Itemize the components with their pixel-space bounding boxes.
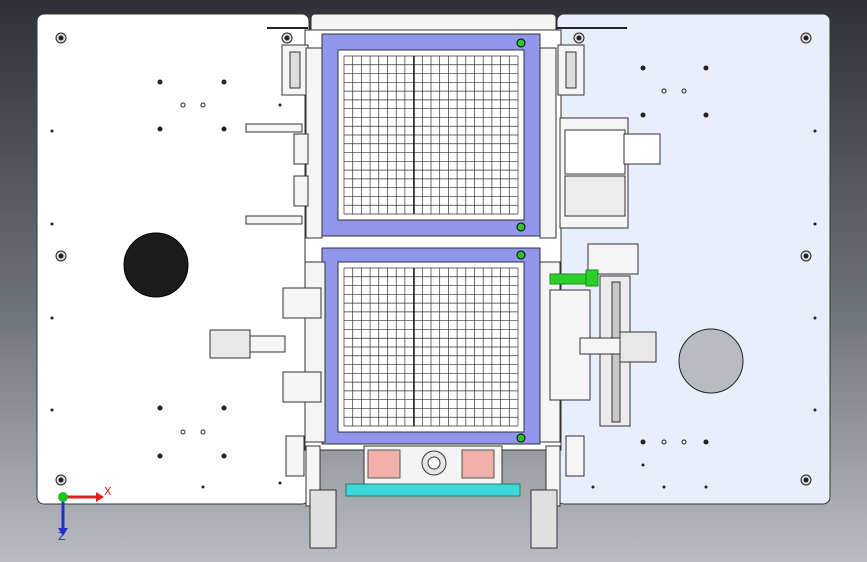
- right-plate-holes: [573, 32, 817, 489]
- left-large-hole: [123, 232, 189, 298]
- lower-tray-grid: [343, 267, 519, 427]
- right-mechanisms: [530, 44, 661, 549]
- upper-tray-grid: [343, 55, 519, 215]
- right-large-hole: [678, 328, 744, 394]
- left-plate-holes: [50, 32, 293, 489]
- axis-triad: [58, 492, 104, 536]
- x-axis-label: X: [104, 485, 112, 498]
- z-axis-label: Z: [58, 530, 66, 543]
- tray-bolts: [516, 38, 526, 443]
- green-sensor: [549, 273, 591, 285]
- left-mechanisms: [209, 44, 337, 549]
- axis-origin: [58, 492, 68, 502]
- cyan-base-plate: [345, 483, 521, 497]
